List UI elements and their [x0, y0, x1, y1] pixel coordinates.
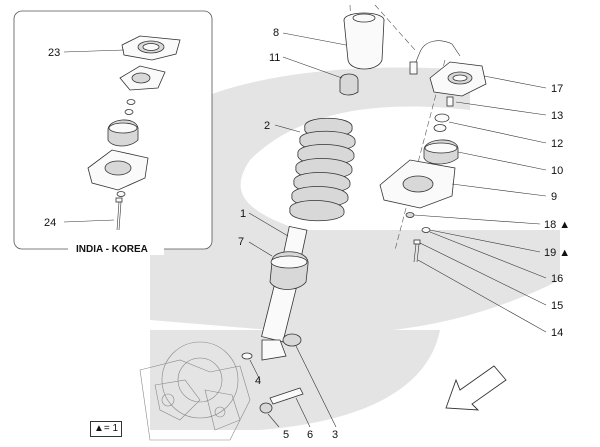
part-lower-plate	[379, 159, 456, 209]
part-spacer	[446, 96, 454, 107]
callout-19: 19 ▲	[544, 247, 570, 259]
part-washer-lower	[433, 124, 447, 132]
legend-note: ▲= 1	[90, 421, 122, 437]
watermark-shape	[150, 67, 560, 334]
inset-upper-mount	[119, 65, 166, 91]
callout-23: 23	[48, 47, 60, 59]
part-nut	[259, 402, 273, 414]
callout-1: 1	[240, 208, 246, 220]
inset-bump-stop	[107, 119, 139, 147]
front-direction-arrow	[445, 365, 507, 411]
inset-bolt	[115, 197, 123, 231]
part-isolator	[423, 139, 459, 165]
inset-top-plate	[121, 35, 181, 61]
part-coil-spring	[289, 117, 356, 222]
callout-24: 24	[44, 217, 56, 229]
callout-8: 8	[273, 27, 279, 39]
callout-10: 10	[551, 165, 563, 177]
callout-13: 13	[551, 110, 563, 122]
inset-nut	[116, 191, 126, 197]
callout-5: 5	[283, 429, 289, 441]
part-mount-bolt	[413, 239, 421, 263]
wheel-hub-assembly	[139, 341, 251, 441]
callout-14: 14	[551, 327, 563, 339]
callout-9: 9	[551, 191, 557, 203]
watermark-shape-lower	[150, 330, 440, 430]
inset-region-label: INDIA - KOREA	[76, 244, 148, 255]
part-dust-boot	[343, 12, 385, 70]
callout-11: 11	[269, 52, 280, 64]
callout-12: 12	[551, 138, 563, 150]
callout-4: 4	[255, 375, 261, 387]
callout-2: 2	[264, 120, 270, 132]
part-top-mount	[409, 40, 487, 97]
callout-6: 6	[307, 429, 313, 441]
inset-washer	[126, 99, 136, 105]
callout-15: 15	[551, 300, 563, 312]
part-bushing	[282, 333, 302, 347]
callout-17: 17	[551, 83, 563, 95]
inset-washer	[124, 109, 134, 115]
part-clip	[405, 212, 415, 218]
part-shock-absorber	[261, 225, 308, 361]
part-bump-rubber	[339, 73, 359, 96]
part-washer	[241, 352, 253, 360]
inset-lower-plate	[87, 149, 149, 191]
callout-18: 18 ▲	[544, 219, 570, 231]
callout-16: 16	[551, 273, 563, 285]
leader-lines	[63, 32, 547, 428]
callout-3: 3	[332, 429, 338, 441]
callout-7: 7	[238, 236, 244, 248]
part-bolt	[269, 387, 304, 405]
part-ring	[421, 227, 431, 233]
part-washer-upper	[434, 113, 450, 123]
part-spring-seat	[269, 251, 309, 290]
